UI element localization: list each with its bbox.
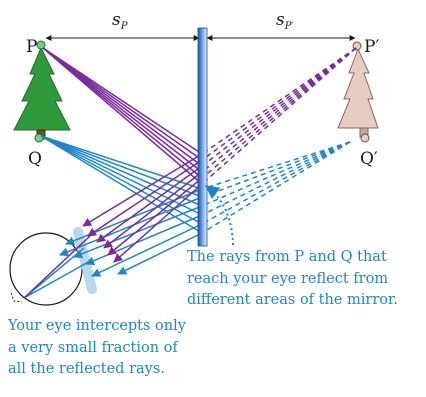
object-tree-icon: [14, 41, 70, 142]
callout-line: Your eye intercepts only: [8, 316, 186, 338]
eye-fraction-callout: Your eye intercepts only a very small fr…: [8, 316, 186, 381]
point-q-label: Q: [28, 149, 42, 169]
image-tree-icon: [338, 42, 378, 142]
image-distance-dimension: sP′: [207, 10, 355, 38]
object-distance-dimension: sP: [46, 10, 199, 38]
virtual-rays-from-image-q: [202, 142, 350, 233]
image-distance-label: sP′: [276, 10, 294, 32]
point-p-label: P: [26, 37, 37, 57]
callout-line: all the reflected rays.: [8, 359, 186, 381]
mirror-reflection-callout: The rays from P and Q that reach your ey…: [187, 247, 398, 312]
image-point-q-label: Q′: [360, 149, 378, 169]
image-point-p-label: P′: [364, 37, 379, 57]
mirror-callout-pointer: [206, 186, 233, 245]
eye-icon: [10, 232, 92, 305]
image-point-q-marker: [361, 134, 369, 142]
callout-line: reach your eye reflect from: [187, 269, 398, 291]
point-q-marker: [35, 134, 43, 142]
object-distance-label: sP: [112, 10, 128, 32]
callout-line: The rays from P and Q that: [187, 247, 398, 269]
callout-line: different areas of the mirror.: [187, 290, 398, 312]
callout-line: a very small fraction of: [8, 338, 186, 360]
virtual-rays-from-image-p: [202, 48, 356, 184]
plane-mirror: [198, 28, 207, 246]
